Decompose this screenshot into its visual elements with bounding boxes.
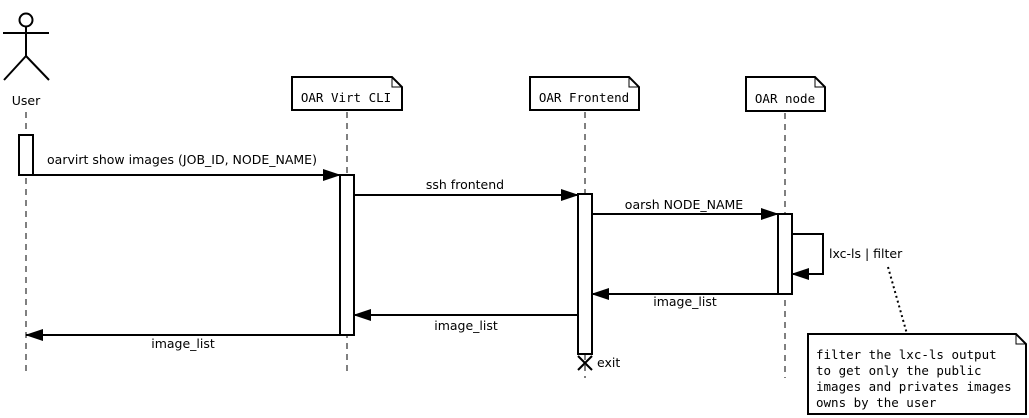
- participant-frontend: OAR Frontend: [529, 76, 640, 111]
- user-actor-left-leg: [3, 55, 27, 81]
- msg-show-images-label: oarvirt show images (JOB_ID, NODE_NAME): [47, 152, 317, 167]
- user-actor: [3, 12, 50, 81]
- note-line-4: owns by the user: [816, 395, 937, 410]
- note-box: [807, 333, 1027, 415]
- participant-node: OAR node: [745, 76, 826, 112]
- frontend-activation: [577, 193, 593, 355]
- msg-image-list-frontend-label: image_list: [434, 318, 498, 333]
- msg-lxc-ls-self-arrow: [791, 233, 824, 280]
- participant-cli-label: OAR Virt CLI: [301, 90, 391, 105]
- activations: [18, 134, 793, 355]
- cli-activation: [339, 174, 355, 336]
- msg-image-list-cli-label: image_list: [151, 336, 215, 351]
- user-actor-head: [18, 12, 34, 28]
- msg-oarsh-label: oarsh NODE_NAME: [625, 197, 744, 212]
- note-connector: [887, 266, 908, 335]
- note-line-2: to get only the public: [816, 363, 982, 378]
- participant-node-label: OAR node: [755, 91, 815, 106]
- note-line-1: filter the lxc-ls output: [816, 347, 997, 362]
- node-activation: [777, 213, 793, 295]
- user-actor-label: User: [12, 93, 41, 108]
- frontend-destroy-marker: [577, 355, 593, 371]
- message-arrows: [25, 169, 824, 341]
- note-line-3: images and privates images: [816, 379, 1012, 394]
- participant-cli: OAR Virt CLI: [291, 76, 403, 111]
- user-actor-right-leg: [25, 55, 50, 81]
- msg-ssh-frontend-label: ssh frontend: [426, 177, 504, 192]
- msg-lxc-ls-label: lxc-ls | filter: [829, 246, 903, 261]
- user-activation: [18, 134, 34, 176]
- participant-frontend-label: OAR Frontend: [539, 90, 629, 105]
- msg-image-list-node-label: image_list: [653, 294, 717, 309]
- exit-label: exit: [597, 355, 620, 370]
